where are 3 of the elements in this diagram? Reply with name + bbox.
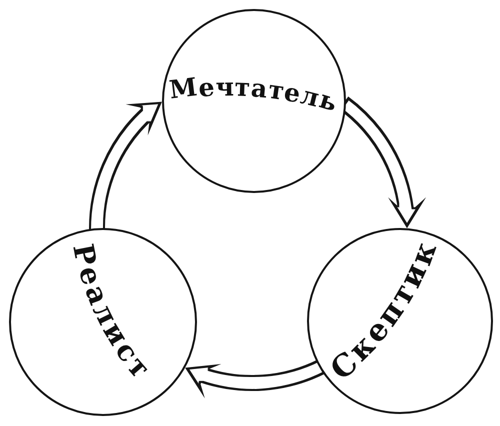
node-label: Мечтатель <box>168 70 339 108</box>
node-label: Реалист <box>64 242 150 386</box>
node-label: Скептик <box>331 238 446 389</box>
